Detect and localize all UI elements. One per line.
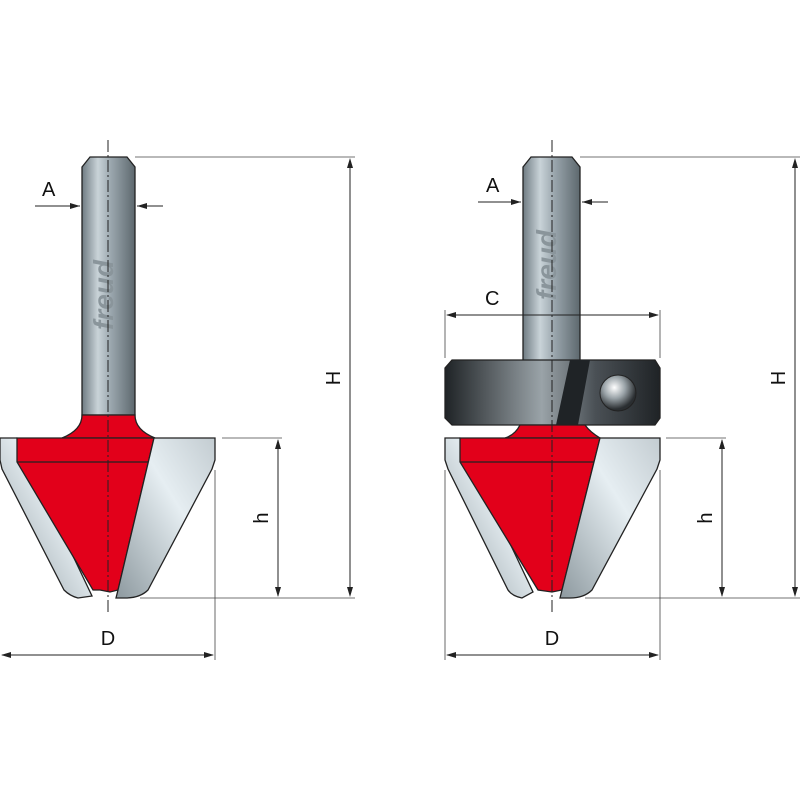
left-logo: freud	[88, 259, 119, 330]
right-label-h-cut: h	[695, 512, 717, 523]
right-router-bit: freud	[444, 140, 661, 615]
left-wing-right	[115, 437, 216, 599]
right-bearing-cut	[556, 360, 590, 425]
right-bearing-ball	[599, 374, 637, 412]
left-wing-left	[0, 437, 93, 599]
right-logo: freud	[531, 229, 562, 300]
right-wing-left	[444, 437, 534, 599]
right-wing-right	[559, 437, 661, 599]
right-label-c: C	[485, 288, 499, 310]
left-label-d: D	[101, 628, 115, 650]
right-bearing	[444, 359, 661, 426]
right-label-h-total: H	[768, 371, 790, 385]
left-label-h-cut: h	[251, 512, 273, 523]
left-label-a: A	[42, 179, 56, 201]
right-dimensions: A C H h D	[444, 156, 800, 660]
left-label-h-total: H	[323, 371, 345, 385]
right-label-d: D	[545, 628, 559, 650]
left-router-bit: freud	[0, 140, 216, 615]
left-dimensions: A H h D	[1, 156, 355, 660]
right-label-a: A	[486, 175, 500, 197]
